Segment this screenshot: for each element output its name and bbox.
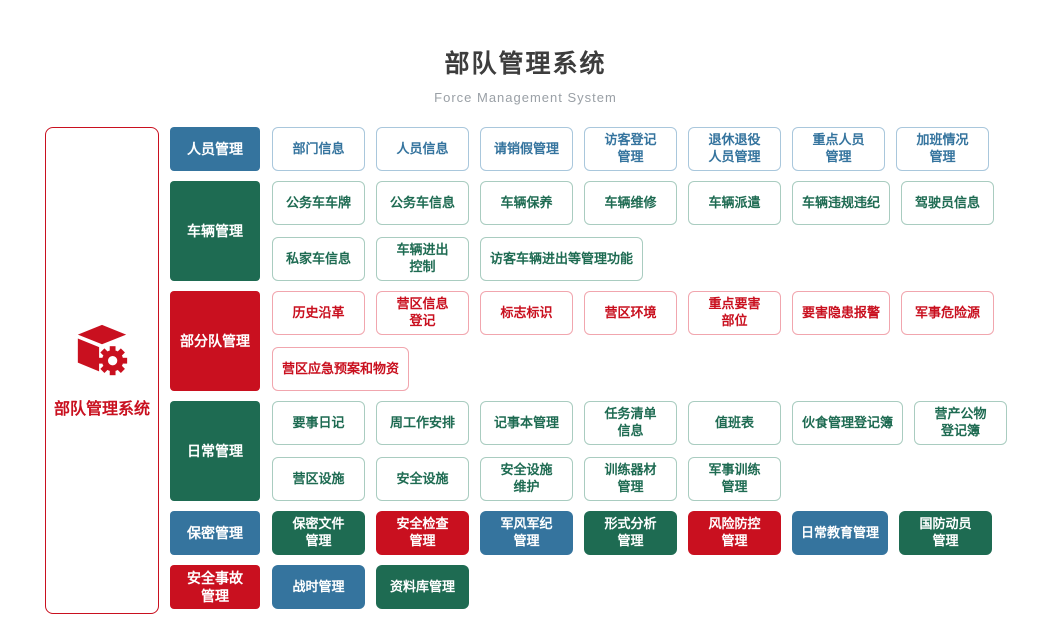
module-box: 私家车信息 [272, 237, 365, 281]
module-box: 部门信息 [272, 127, 365, 171]
category-button: 人员管理 [170, 127, 260, 171]
module-box: 访客登记 管理 [584, 127, 677, 171]
items-subrow: 营区应急预案和物资 [272, 347, 994, 391]
module-box: 营区设施 [272, 457, 365, 501]
items-column: 历史沿革营区信息 登记标志标识营区环境重点要害 部位要害隐患报警军事危险源营区应… [272, 291, 995, 391]
items-column: 保密文件 管理安全检查 管理军风军纪 管理形式分析 管理风险防控 管理日常教育管… [272, 511, 993, 555]
module-box: 营产公物 登记簿 [914, 401, 1008, 445]
cube-gear-icon [77, 324, 128, 375]
category-button: 日常管理 [170, 401, 260, 501]
category-row: 日常管理要事日记周工作安排记事本管理任务清单 信息值班表伙食管理登记簿营产公物 … [170, 401, 1030, 501]
root-system-panel: 部队管理系统 [45, 127, 159, 614]
category-button: 保密管理 [170, 511, 260, 555]
items-column: 战时管理资料库管理 [272, 565, 469, 609]
category-row: 人员管理部门信息人员信息请销假管理访客登记 管理退休退役 人员管理重点人员 管理… [170, 127, 1030, 171]
items-subrow: 营区设施安全设施安全设施 维护训练器材 管理军事训练 管理 [272, 457, 1007, 501]
items-subrow: 保密文件 管理安全检查 管理军风军纪 管理形式分析 管理风险防控 管理日常教育管… [272, 511, 993, 555]
module-box: 历史沿革 [272, 291, 365, 335]
category-row: 安全事故 管理战时管理资料库管理 [170, 565, 1030, 609]
module-box: 请销假管理 [480, 127, 573, 171]
module-box: 营区环境 [584, 291, 677, 335]
items-column: 公务车车牌公务车信息车辆保养车辆维修车辆派遣车辆违规违纪驾驶员信息私家车信息车辆… [272, 181, 995, 281]
module-box: 人员信息 [376, 127, 469, 171]
items-column: 要事日记周工作安排记事本管理任务清单 信息值班表伙食管理登记簿营产公物 登记簿营… [272, 401, 1008, 501]
module-box: 伙食管理登记簿 [792, 401, 904, 445]
module-box: 退休退役 人员管理 [688, 127, 781, 171]
module-box: 营区信息 登记 [376, 291, 469, 335]
page-subtitle: Force Management System [434, 90, 617, 105]
module-box: 训练器材 管理 [584, 457, 677, 501]
items-subrow: 历史沿革营区信息 登记标志标识营区环境重点要害 部位要害隐患报警军事危险源 [272, 291, 995, 335]
category-row: 保密管理保密文件 管理安全检查 管理军风军纪 管理形式分析 管理风险防控 管理日… [170, 511, 1030, 555]
module-box: 公务车车牌 [272, 181, 365, 225]
module-box: 记事本管理 [480, 401, 573, 445]
module-box: 安全设施 [376, 457, 469, 501]
module-box: 车辆保养 [480, 181, 573, 225]
items-column: 部门信息人员信息请销假管理访客登记 管理退休退役 人员管理重点人员 管理加班情况… [272, 127, 989, 171]
module-box: 安全检查 管理 [376, 511, 469, 555]
module-box: 风险防控 管理 [688, 511, 781, 555]
module-box: 军风军纪 管理 [480, 511, 573, 555]
category-row: 部分队管理历史沿革营区信息 登记标志标识营区环境重点要害 部位要害隐患报警军事危… [170, 291, 1030, 391]
module-box: 战时管理 [272, 565, 365, 609]
module-box: 标志标识 [480, 291, 573, 335]
module-box: 要事日记 [272, 401, 365, 445]
module-box: 加班情况 管理 [896, 127, 989, 171]
module-box: 保密文件 管理 [272, 511, 365, 555]
module-box: 车辆进出 控制 [376, 237, 469, 281]
category-button: 车辆管理 [170, 181, 260, 281]
page-title: 部队管理系统 [444, 50, 607, 78]
module-box: 车辆派遣 [688, 181, 781, 225]
root-system-label: 部队管理系统 [53, 400, 150, 418]
page-header: 部队管理系统 Force Management System [0, 44, 1051, 105]
category-button: 安全事故 管理 [170, 565, 260, 609]
module-box: 访客车辆进出等管理功能 [480, 237, 644, 281]
module-box: 值班表 [688, 401, 781, 445]
module-box: 车辆违规违纪 [792, 181, 891, 225]
module-box: 任务清单 信息 [584, 401, 677, 445]
module-box: 日常教育管理 [792, 511, 889, 555]
module-box: 重点要害 部位 [688, 291, 781, 335]
items-subrow: 公务车车牌公务车信息车辆保养车辆维修车辆派遣车辆违规违纪驾驶员信息 [272, 181, 995, 225]
module-box: 要害隐患报警 [792, 291, 891, 335]
category-button: 部分队管理 [170, 291, 260, 391]
module-box: 安全设施 维护 [480, 457, 573, 501]
items-subrow: 要事日记周工作安排记事本管理任务清单 信息值班表伙食管理登记簿营产公物 登记簿 [272, 401, 1008, 445]
module-box: 周工作安排 [376, 401, 469, 445]
rows-container: 人员管理部门信息人员信息请销假管理访客登记 管理退休退役 人员管理重点人员 管理… [170, 127, 1030, 619]
items-subrow: 私家车信息车辆进出 控制访客车辆进出等管理功能 [272, 237, 994, 281]
module-box: 驾驶员信息 [901, 181, 995, 225]
module-box: 营区应急预案和物资 [272, 347, 410, 391]
items-subrow: 战时管理资料库管理 [272, 565, 469, 609]
module-box: 资料库管理 [376, 565, 469, 609]
module-box: 军事危险源 [901, 291, 995, 335]
module-box: 重点人员 管理 [792, 127, 885, 171]
module-box: 军事训练 管理 [688, 457, 781, 501]
module-box: 车辆维修 [584, 181, 677, 225]
category-row: 车辆管理公务车车牌公务车信息车辆保养车辆维修车辆派遣车辆违规违纪驾驶员信息私家车… [170, 181, 1030, 281]
items-subrow: 部门信息人员信息请销假管理访客登记 管理退休退役 人员管理重点人员 管理加班情况… [272, 127, 989, 171]
module-box: 国防动员 管理 [899, 511, 993, 555]
module-box: 形式分析 管理 [584, 511, 677, 555]
module-box: 公务车信息 [376, 181, 469, 225]
